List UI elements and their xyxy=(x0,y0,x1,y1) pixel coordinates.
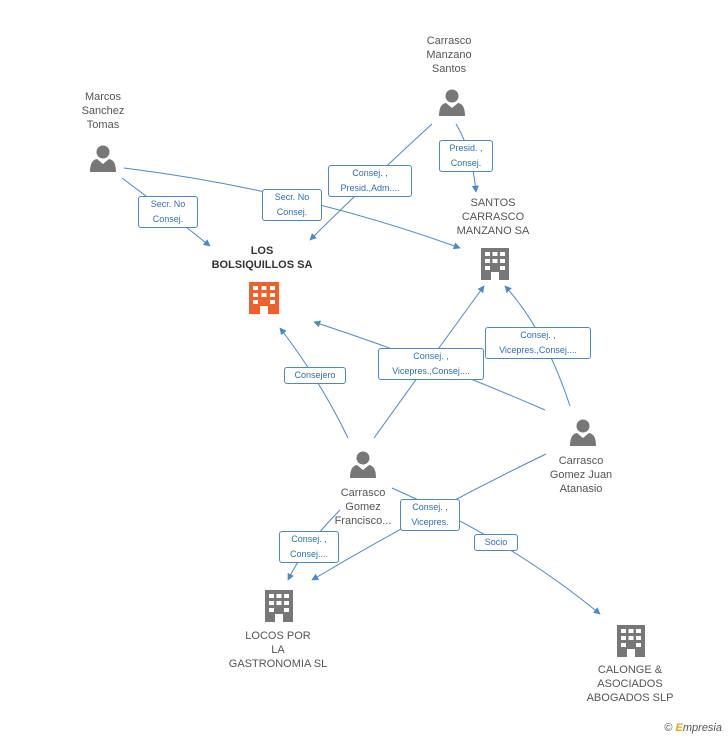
building-icon-santos[interactable] xyxy=(481,248,509,280)
person-icon-carrasco-juan[interactable] xyxy=(570,419,596,447)
edge-label-socio[interactable]: Socio xyxy=(474,534,518,551)
building-icon-bolsiquillos[interactable] xyxy=(249,282,279,314)
brand-logo-text: mpresia xyxy=(682,722,722,734)
node-label-carrasco-manzano[interactable]: Carrasco Manzano Santos xyxy=(426,35,472,75)
person-icon-carrasco-manzano[interactable] xyxy=(439,89,465,117)
brand-logo-letter: E xyxy=(675,722,683,734)
node-label-los-bolsiquillos[interactable]: LOS BOLSIQUILLOS SA xyxy=(211,245,313,271)
edge-label-consej-vicepres-a[interactable]: Consej. , Vicepres.,Consej.... xyxy=(378,348,484,380)
brand-footer: © Empresia xyxy=(664,722,722,734)
edge-label-secr-no-consej-2[interactable]: Secr. No Consej. xyxy=(262,189,322,221)
node-label-calonge[interactable]: CALONGE & ASOCIADOS ABOGADOS SLP xyxy=(586,664,674,704)
node-label-locos[interactable]: LOCOS POR LA GASTRONOMIA SL xyxy=(228,630,328,670)
building-icon-calonge[interactable] xyxy=(617,625,645,657)
edge-label-secr-no-consej-1[interactable]: Secr. No Consej. xyxy=(138,196,198,228)
edge-label-consej-presid-adm[interactable]: Consej. , Presid.,Adm.... xyxy=(328,165,412,197)
node-label-santos-carrasco[interactable]: SANTOS CARRASCO MANZANO SA xyxy=(456,197,530,237)
copyright-symbol: © xyxy=(664,722,673,734)
node-label-marcos[interactable]: Marcos Sanchez Tomas xyxy=(81,91,125,131)
edge-label-presid-consej[interactable]: Presid. , Consej. xyxy=(439,140,493,172)
person-icon-marcos[interactable] xyxy=(90,145,116,173)
person-icon-carrasco-francisco[interactable] xyxy=(350,451,376,479)
node-label-carrasco-juan[interactable]: Carrasco Gomez Juan Atanasio xyxy=(549,455,613,495)
node-label-carrasco-francisco[interactable]: Carrasco Gomez Francisco... xyxy=(334,487,392,527)
edge-label-consej-consej[interactable]: Consej. , Consej.... xyxy=(279,531,339,563)
edge-label-consej-vicepres-c[interactable]: Consej. , Vicepres. xyxy=(400,499,460,531)
building-icon-locos[interactable] xyxy=(265,590,293,622)
edge-label-consejero[interactable]: Consejero xyxy=(284,367,346,384)
edge-label-consej-vicepres-b[interactable]: Consej. , Vicepres.,Consej.... xyxy=(485,327,591,359)
